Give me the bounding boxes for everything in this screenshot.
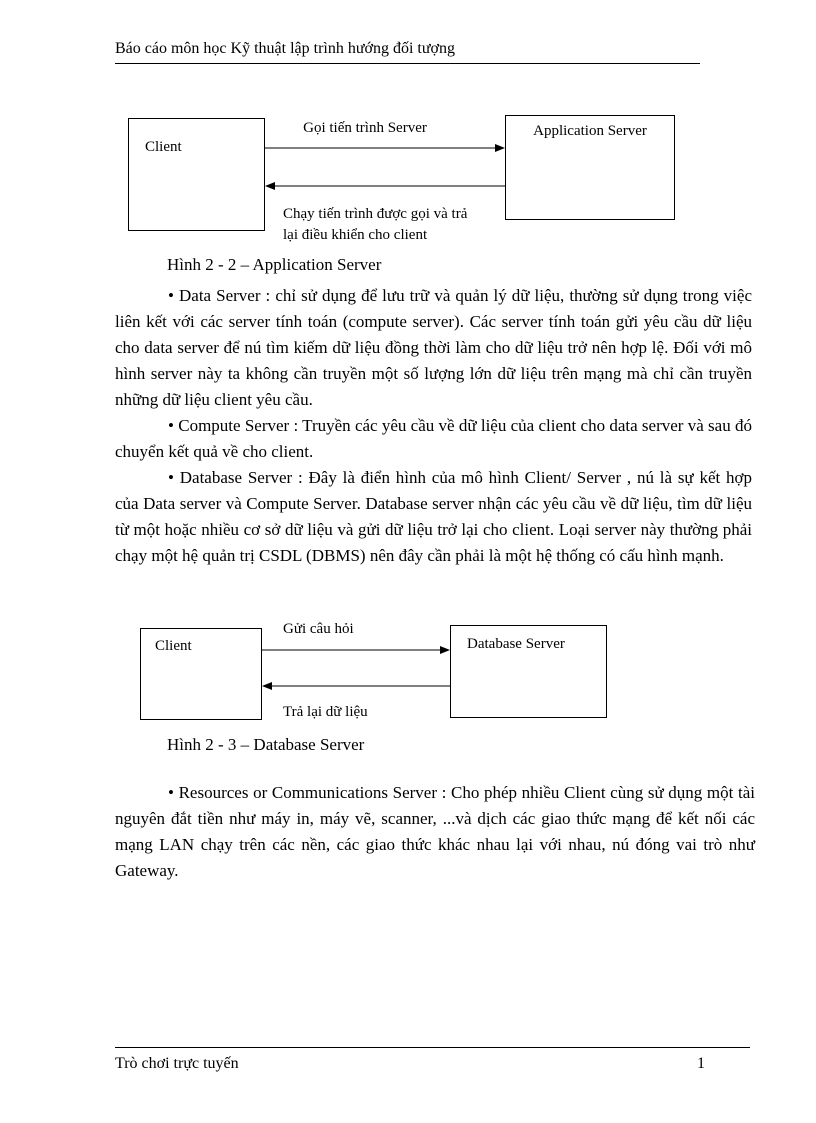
body-text-block-2: • Resources or Communications Server : C… xyxy=(115,780,755,884)
diagram-arrows xyxy=(262,646,450,690)
send-query-arrow-label: Gửi câu hỏi xyxy=(283,621,354,637)
left-arrowhead-icon xyxy=(265,182,275,190)
application-server-box: Application Server xyxy=(505,115,675,220)
return-control-arrow-label: Chạy tiến trình được gọi và trả lại điều… xyxy=(283,206,468,243)
diagram-application-server: Client Application Server Gọi tiến trình… xyxy=(0,110,816,250)
diagram-database-server: Client Database Server Gửi câu hỏi Trả l… xyxy=(0,615,816,730)
database-server-box: Database Server xyxy=(450,625,607,718)
client-box-label: Client xyxy=(155,638,192,654)
body-text-block-1: • Data Server : chỉ sử dụng để lưu trữ v… xyxy=(115,283,752,569)
right-arrowhead-icon xyxy=(440,646,450,654)
return-data-arrow-label: Trả lại dữ liệu xyxy=(283,704,368,720)
figure-caption-application-server: Hình 2 - 2 – Application Server xyxy=(167,255,382,274)
left-arrowhead-icon xyxy=(262,682,272,690)
database-server-box-label: Database Server xyxy=(467,636,565,652)
page-footer: Trò chơi trực tuyến 1 xyxy=(115,1047,750,1073)
page-header: Báo cáo môn học Kỹ thuật lập trình hướng… xyxy=(115,40,700,64)
client-box: Client xyxy=(128,118,265,231)
page-number: 1 xyxy=(697,1055,705,1072)
diagram-arrows xyxy=(265,144,505,190)
client-box: Client xyxy=(140,628,262,720)
header-title: Báo cáo môn học Kỹ thuật lập trình hướng… xyxy=(115,40,455,57)
application-server-box-label: Application Server xyxy=(533,123,647,139)
footer-title: Trò chơi trực tuyến xyxy=(115,1055,239,1072)
call-process-arrow-label: Gọi tiến trình Server xyxy=(303,120,427,136)
right-arrowhead-icon xyxy=(495,144,505,152)
client-box-label: Client xyxy=(145,139,182,155)
paragraph-database-server: • Database Server : Đây là điển hình của… xyxy=(115,468,752,565)
paragraph-compute-server: • Compute Server : Truyền các yêu cầu về… xyxy=(115,416,752,461)
paragraph-data-server: • Data Server : chỉ sử dụng để lưu trữ v… xyxy=(115,286,752,409)
paragraph-resources-server: • Resources or Communications Server : C… xyxy=(115,783,755,880)
figure-caption-database-server: Hình 2 - 3 – Database Server xyxy=(167,735,365,754)
